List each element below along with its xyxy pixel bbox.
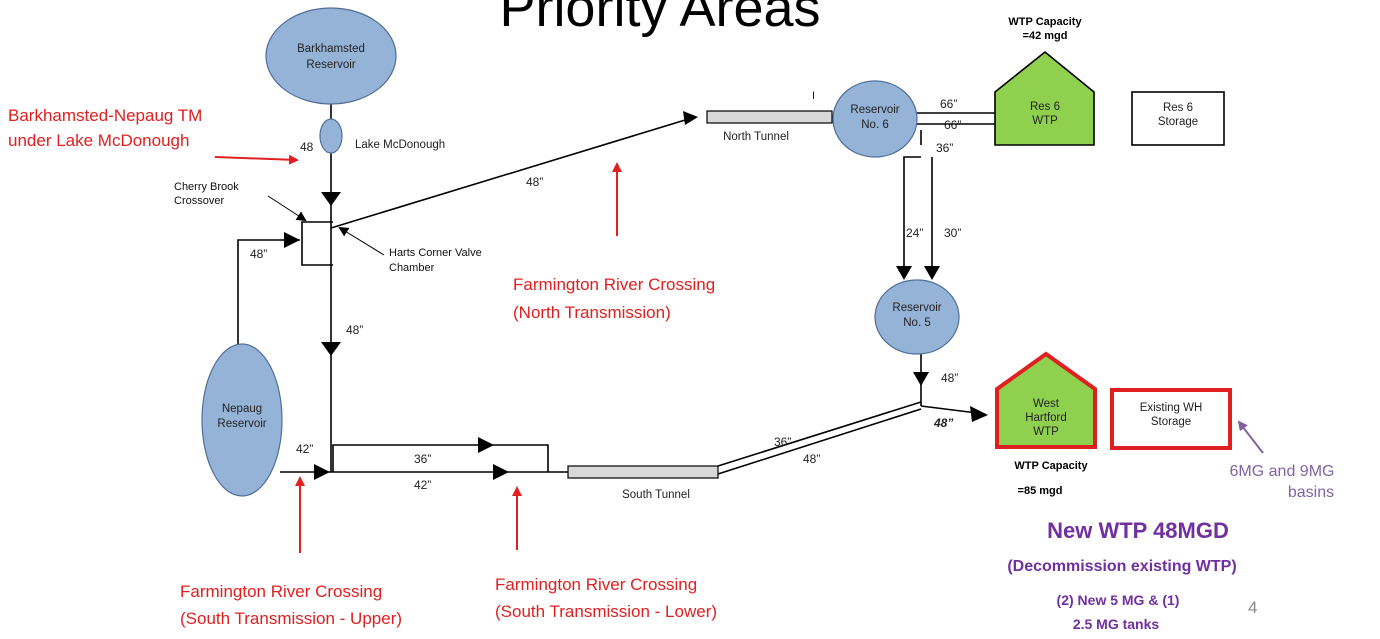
- pipe-label-res5-30: 30”: [944, 226, 961, 240]
- pipe-label-main-48: 48”: [346, 323, 363, 337]
- barkhamsted-tm-arrow: [214, 154, 299, 165]
- cherry-brook-pointer: [267, 195, 307, 222]
- pipe-label-south-36: 36”: [414, 452, 431, 466]
- north-crossing-line2: (North Transmission): [513, 303, 671, 322]
- existing-wh-line1: Existing WH: [1140, 402, 1203, 414]
- basins-line2: basins: [1288, 484, 1334, 501]
- tanks-line2: 2.5 MG tanks: [1073, 616, 1160, 632]
- pipe-label-res6-66-top: 66”: [940, 97, 957, 111]
- pipe-label-lake-48: 48: [300, 140, 314, 154]
- barkhamsted-line1: Barkhamsted: [297, 43, 365, 55]
- barkhamsted-tm-line2: under Lake McDonough: [8, 131, 189, 150]
- res6-storage-line2: Storage: [1158, 116, 1198, 128]
- north-tunnel-label: North Tunnel: [723, 131, 789, 143]
- south-upper-line2: (South Transmission - Upper): [180, 609, 402, 628]
- lake-mcdonough-label: Lake McDonough: [355, 139, 445, 151]
- pipe-label-wh-48: 48”: [933, 416, 953, 430]
- harts-corner-line1: Harts Corner Valve: [389, 247, 482, 259]
- reservoir-6-line2: No. 6: [861, 119, 889, 131]
- pipe-label-res5-24: 24”: [906, 226, 923, 240]
- cherry-brook-line2: Crossover: [174, 195, 224, 207]
- pipe-label-res6-36: 36”: [936, 141, 953, 155]
- res6-wtp-line1: Res 6: [1030, 101, 1060, 113]
- west-hartford-wtp: West Hartford WTP: [995, 351, 1097, 449]
- reservoir-5-line2: No. 5: [903, 317, 931, 329]
- wh-capacity-value: =85 mgd: [1018, 485, 1063, 497]
- south-tunnel-label: South Tunnel: [622, 489, 690, 501]
- res6-wtp: Res 6 WTP: [994, 50, 1095, 146]
- west-hartford-line3: WTP: [1033, 426, 1059, 438]
- res6-capacity-title: WTP Capacity: [1008, 16, 1082, 28]
- reservoir-5-line1: Reservoir: [892, 302, 941, 314]
- north-crossing-line1: Farmington River Crossing: [513, 275, 715, 294]
- flow-arrow: [683, 111, 698, 125]
- pipe-label-diag-48: 48”: [803, 452, 820, 466]
- flow-arrow: [478, 437, 494, 453]
- barkhamsted-line2: Reservoir: [306, 59, 355, 71]
- pipe-label-diag-36: 36”: [774, 435, 791, 449]
- existing-wh-line2: Storage: [1151, 416, 1191, 428]
- flow-arrow: [970, 406, 988, 422]
- pipe-label-north-48: 48”: [526, 175, 543, 189]
- flow-arrow: [913, 372, 929, 386]
- lake-mcdonough: Lake McDonough: [319, 118, 445, 154]
- flow-arrow: [284, 232, 300, 248]
- north-tunnel-tick: I: [812, 90, 815, 102]
- page-number: 4: [1248, 598, 1257, 617]
- south-lower-line1: Farmington River Crossing: [495, 575, 697, 594]
- nepaug-reservoir: Nepaug Reservoir: [201, 343, 283, 497]
- flow-arrow: [314, 464, 330, 480]
- cherry-brook-line1: Cherry Brook: [174, 181, 239, 193]
- res6-storage-line1: Res 6: [1163, 102, 1193, 114]
- new-wtp-heading: New WTP 48MGD: [1047, 518, 1229, 543]
- west-hartford-line1: West: [1033, 398, 1060, 410]
- basins-arrow: [1237, 420, 1264, 454]
- flow-arrow: [924, 266, 940, 280]
- existing-wh-storage: Existing WH Storage: [1110, 388, 1232, 450]
- barkhamsted-reservoir: Barkhamsted Reservoir: [265, 7, 397, 105]
- basins-line1: 6MG and 9MG: [1230, 463, 1335, 480]
- flow-arrow: [321, 342, 341, 356]
- pipe-label-loop-48: 48”: [250, 247, 267, 261]
- res6-storage: Res 6 Storage: [1131, 91, 1225, 146]
- south-lower-line2: (South Transmission - Lower): [495, 602, 717, 621]
- nepaug-line1: Nepaug: [222, 403, 262, 415]
- barkhamsted-tm-line1: Barkhamsted-Nepaug TM: [8, 106, 202, 125]
- decommission-note: (Decommission existing WTP): [1007, 558, 1236, 575]
- north-tunnel: [706, 110, 833, 124]
- harts-corner-line2: Chamber: [389, 262, 435, 274]
- south-upper-line1: Farmington River Crossing: [180, 582, 382, 601]
- flow-arrow: [896, 266, 912, 280]
- harts-corner-pointer: [338, 226, 385, 256]
- res6-capacity-value: =42 mgd: [1023, 30, 1068, 42]
- page-title: Priority Areas: [499, 0, 820, 38]
- wh-capacity-title: WTP Capacity: [1014, 460, 1088, 472]
- west-hartford-line2: Hartford: [1025, 412, 1067, 424]
- reservoir-6-line1: Reservoir: [850, 104, 899, 116]
- south-tunnel: [567, 465, 719, 479]
- flow-arrow: [493, 464, 509, 480]
- flow-arrow: [321, 192, 341, 206]
- nepaug-line2: Reservoir: [217, 418, 266, 430]
- reservoir-5: Reservoir No. 5: [874, 279, 960, 355]
- pipe-label-south-42-left: 42”: [296, 442, 313, 456]
- pipe-label-res6-66-bottom: 66”: [944, 118, 961, 132]
- pipe-label-south-42: 42”: [414, 478, 431, 492]
- tanks-line1: (2) New 5 MG & (1): [1057, 592, 1180, 608]
- reservoir-6: Reservoir No. 6: [832, 80, 918, 158]
- res6-wtp-line2: WTP: [1032, 115, 1058, 127]
- pipe-label-res5-48: 48”: [941, 371, 958, 385]
- flow-arrows: [284, 111, 988, 480]
